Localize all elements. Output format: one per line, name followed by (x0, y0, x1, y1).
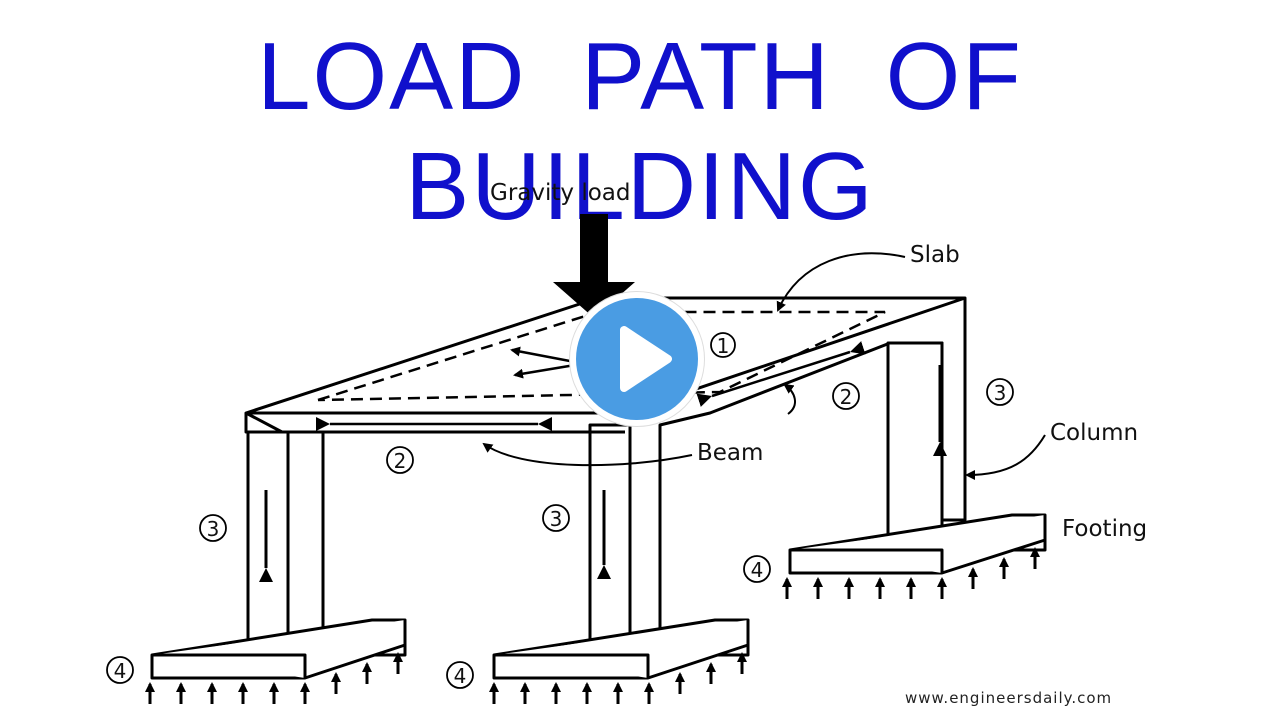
footing-left (150, 618, 407, 680)
column-back (886, 341, 944, 545)
label-beam: Beam (697, 440, 763, 466)
watermark: www.engineersdaily.com (905, 689, 1112, 707)
label-slab: Slab (910, 242, 960, 268)
video-title: LOAD PATH OF BUILDING (257, 23, 1023, 240)
footing-back (788, 513, 1047, 575)
label-footing: Footing (1062, 516, 1147, 542)
step-3-left: 3 (207, 517, 220, 541)
play-icon (620, 326, 672, 392)
footing-middle (492, 618, 750, 680)
gravity-load-arrow-head (553, 282, 635, 318)
label-gravity-load: Gravity load (490, 180, 630, 206)
gravity-load-arrow-shaft (580, 214, 608, 284)
step-4-back: 4 (751, 558, 764, 582)
column-left (246, 430, 290, 646)
play-button[interactable] (570, 292, 704, 426)
step-2-front: 2 (394, 449, 407, 473)
step-4-left: 4 (114, 659, 127, 683)
label-column: Column (1050, 420, 1138, 446)
column-middle (588, 423, 632, 646)
step-4-middle: 4 (454, 664, 467, 688)
step-2-side: 2 (840, 385, 853, 409)
step-3-back: 3 (994, 381, 1007, 405)
step-3-middle: 3 (550, 507, 563, 531)
soil-reaction-arrows (145, 547, 1040, 704)
step-1: 1 (717, 334, 730, 358)
